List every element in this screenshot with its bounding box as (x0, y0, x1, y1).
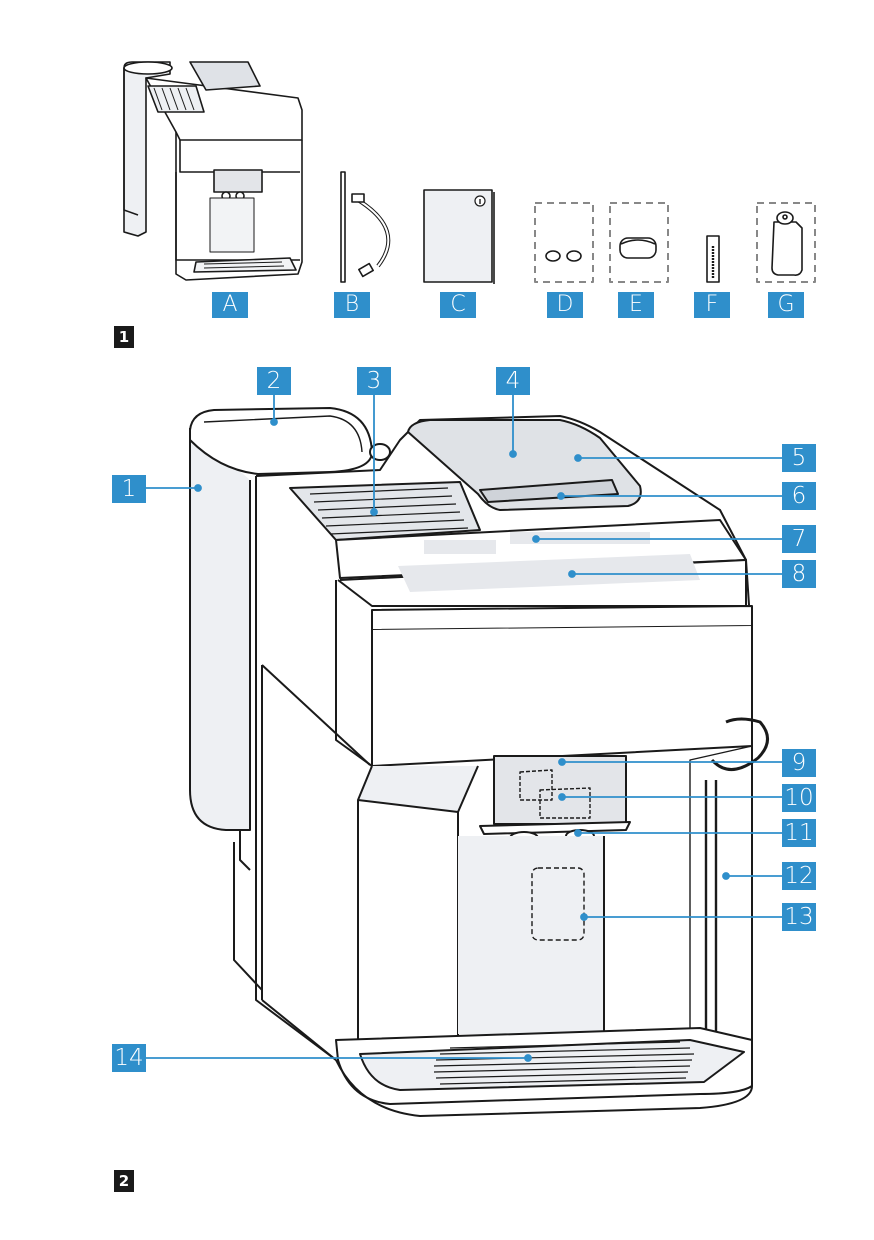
machine-small-illustration (123, 61, 303, 281)
figure-badge-2: 2 (114, 1170, 134, 1192)
callout-12: 12 (782, 862, 816, 890)
callout-1: 1 (112, 475, 146, 503)
callout-5: 5 (782, 444, 816, 472)
callout-2: 2 (257, 367, 291, 395)
water-filter-illustration (756, 202, 816, 283)
callout-13: 13 (782, 903, 816, 931)
callout-3: 3 (357, 367, 391, 395)
descaling-tablets-illustration (609, 202, 669, 283)
test-strip-illustration (706, 235, 720, 283)
manual-illustration (423, 189, 495, 284)
callout-A: A (212, 292, 248, 318)
callout-D: D (547, 292, 583, 318)
callout-G: G (768, 292, 804, 318)
callout-B: B (334, 292, 370, 318)
callout-4: 4 (496, 367, 530, 395)
callout-E: E (618, 292, 654, 318)
figure-badge-1: 1 (114, 326, 134, 348)
callout-C: C (440, 292, 476, 318)
callout-6: 6 (782, 482, 816, 510)
callout-14: 14 (112, 1044, 146, 1072)
milk-pipe-illustration (340, 171, 391, 283)
callout-9: 9 (782, 749, 816, 777)
callout-10: 10 (782, 784, 816, 812)
figure1-artwork (123, 61, 816, 284)
cleaning-tablets-illustration (534, 202, 594, 283)
callout-7: 7 (782, 525, 816, 553)
callout-F: F (694, 292, 730, 318)
callout-8: 8 (782, 560, 816, 588)
callout-11: 11 (782, 819, 816, 847)
